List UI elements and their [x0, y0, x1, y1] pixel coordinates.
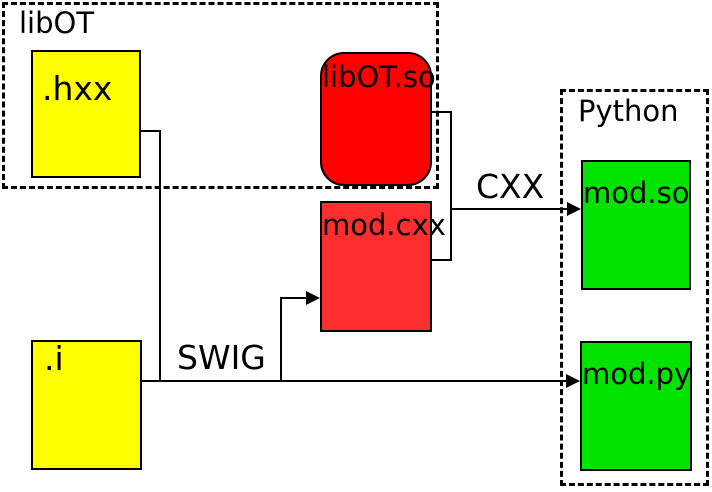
connector-hxx-vertical — [159, 130, 161, 382]
node-i: .i — [31, 340, 142, 470]
connector-swig-main — [142, 380, 566, 382]
node-mod-so: mod.so — [581, 160, 691, 290]
node-mod-cxx-label: mod.cxx — [322, 208, 446, 242]
container-libot — [2, 2, 439, 189]
connector-hxx-horizontal — [141, 130, 161, 132]
connector-branch-horizontal — [280, 297, 306, 299]
connector-cxx-arrow — [451, 208, 567, 210]
container-python — [560, 89, 709, 486]
node-mod-so-label: mod.so — [583, 176, 690, 210]
container-python-label: Python — [578, 94, 679, 128]
connector-branch-vertical — [280, 297, 282, 382]
connector-modcxx-stub — [432, 259, 452, 261]
node-libot-so-label: libOT.so — [322, 60, 436, 94]
node-mod-py: mod.py — [580, 341, 692, 471]
arrowhead-mod-py — [566, 374, 580, 388]
edge-label-swig: SWIG — [177, 338, 266, 377]
node-libot-so: libOT.so — [320, 52, 436, 186]
arrowhead-mod-cxx — [306, 291, 320, 305]
node-mod-py-label: mod.py — [582, 357, 692, 391]
connector-bracket-vertical — [450, 111, 452, 261]
node-hxx-label: .hxx — [42, 69, 113, 108]
node-mod-cxx: mod.cxx — [320, 201, 446, 332]
connector-libotso-stub — [432, 111, 452, 113]
node-i-label: .i — [44, 339, 64, 378]
container-libot-label: libOT — [19, 6, 95, 40]
edge-label-cxx: CXX — [476, 167, 545, 206]
arrowhead-mod-so — [567, 202, 581, 216]
node-hxx: .hxx — [31, 50, 141, 178]
